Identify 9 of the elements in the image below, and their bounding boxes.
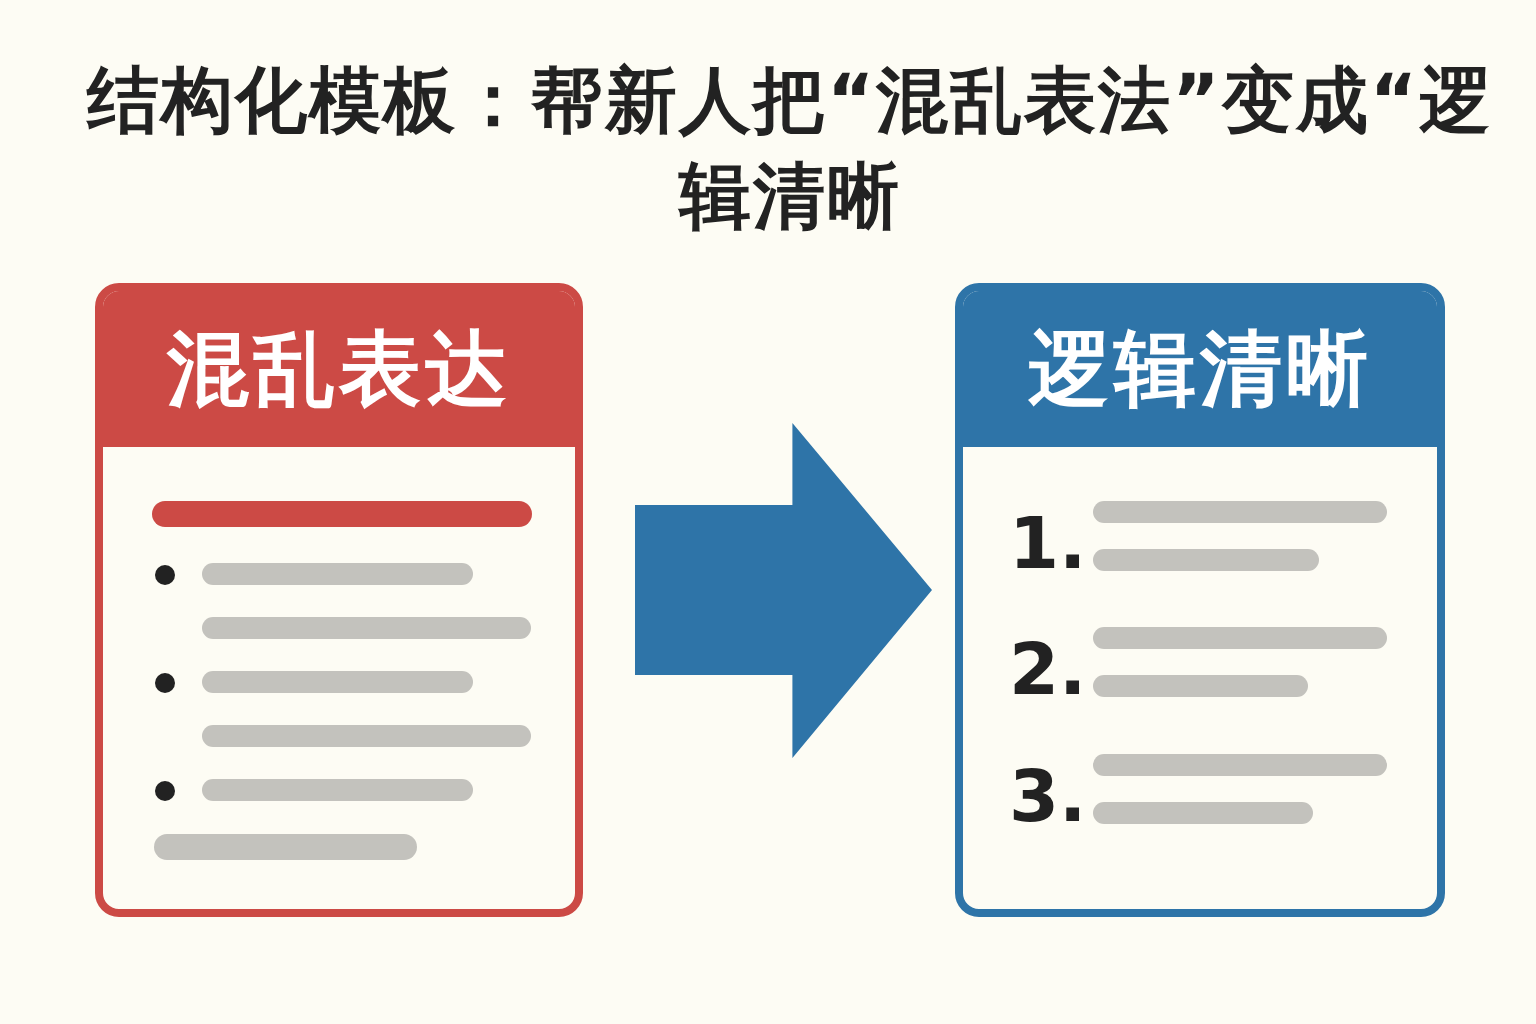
document-card — [95, 283, 583, 917]
list-number: 2. — [1009, 629, 1087, 709]
block-arrow — [635, 423, 932, 758]
list-number: 1. — [1009, 503, 1087, 583]
title: 结构化模板：帮新人把“混乱表法”变成“逻辑清晰 — [85, 57, 1494, 240]
list-number: 3. — [1009, 756, 1087, 836]
document-card — [955, 283, 1445, 917]
card-header: 混乱表达 — [103, 291, 575, 447]
card-header: 逻辑清晰 — [963, 291, 1437, 447]
